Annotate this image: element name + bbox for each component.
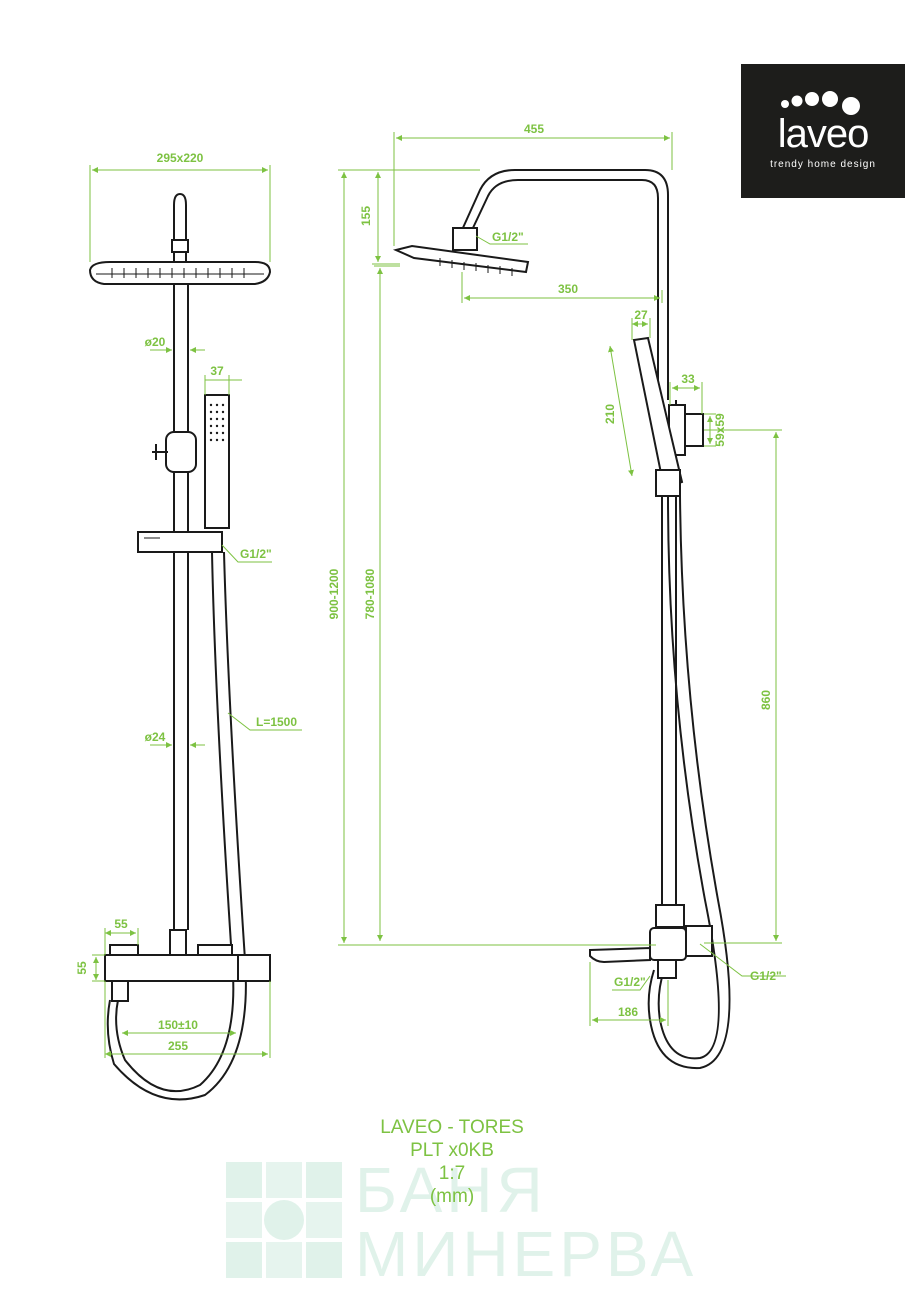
side-dimensions — [338, 132, 786, 1026]
title-scale: 1:7 — [438, 1163, 466, 1184]
logo-dots-icon — [781, 91, 860, 115]
dim-mixer-width: 55 — [114, 917, 128, 931]
watermark-line2: МИНЕРВА — [355, 1218, 698, 1290]
dim-mixer-length: 255 — [168, 1039, 188, 1053]
title-code: PLT x0KB — [410, 1140, 494, 1161]
title-model: LAVEO - TORES — [380, 1117, 524, 1138]
front-view — [88, 192, 272, 1101]
dim-bracket-depth: 33 — [681, 372, 695, 386]
front-dimensions — [89, 165, 302, 1058]
dim-adjust-height: 780-1080 — [363, 568, 377, 619]
dim-tube-upper: ø20 — [145, 335, 166, 349]
title-block: LAVEO - TORES PLT x0KB 1:7 (mm) — [352, 1116, 552, 1208]
dim-head-size: 295x220 — [157, 151, 204, 165]
dim-spout: 186 — [618, 1005, 638, 1019]
dim-bracket-height: 860 — [759, 690, 773, 710]
dim-hand-width: 37 — [210, 364, 224, 378]
dim-bracket-size: 59x59 — [713, 413, 727, 447]
dim-inlet-right: G1/2" — [750, 969, 782, 983]
dim-arm-reach: 455 — [524, 122, 544, 136]
watermark-text: БАНЯ МИНЕРВА — [355, 1158, 697, 1286]
dim-inlet-left: G1/2" — [614, 975, 646, 989]
dim-hose-length: L=1500 — [256, 715, 297, 729]
dim-mixer-height: 55 — [75, 961, 89, 975]
brand-tagline: trendy home design — [770, 159, 876, 170]
brand-logo: laveo trendy home design — [741, 64, 905, 198]
dim-total-height: 900-1200 — [327, 568, 341, 619]
dim-tube-lower: ø24 — [145, 730, 166, 744]
watermark-logo-icon — [226, 1162, 342, 1278]
dim-spacing: 150±10 — [158, 1018, 198, 1032]
brand-name: laveo — [777, 112, 870, 156]
side-view — [392, 169, 731, 1070]
dim-head-drop: 155 — [359, 206, 373, 226]
dim-head-to-pipe: 350 — [558, 282, 578, 296]
title-unit: (mm) — [429, 1186, 475, 1207]
watermark-line1: БАНЯ — [355, 1154, 547, 1226]
dim-handle-length: 210 — [603, 404, 617, 424]
dim-head-thread: G1/2" — [492, 230, 524, 244]
dim-handle-depth: 27 — [634, 308, 648, 322]
dim-thread-bracket: G1/2" — [240, 547, 272, 561]
